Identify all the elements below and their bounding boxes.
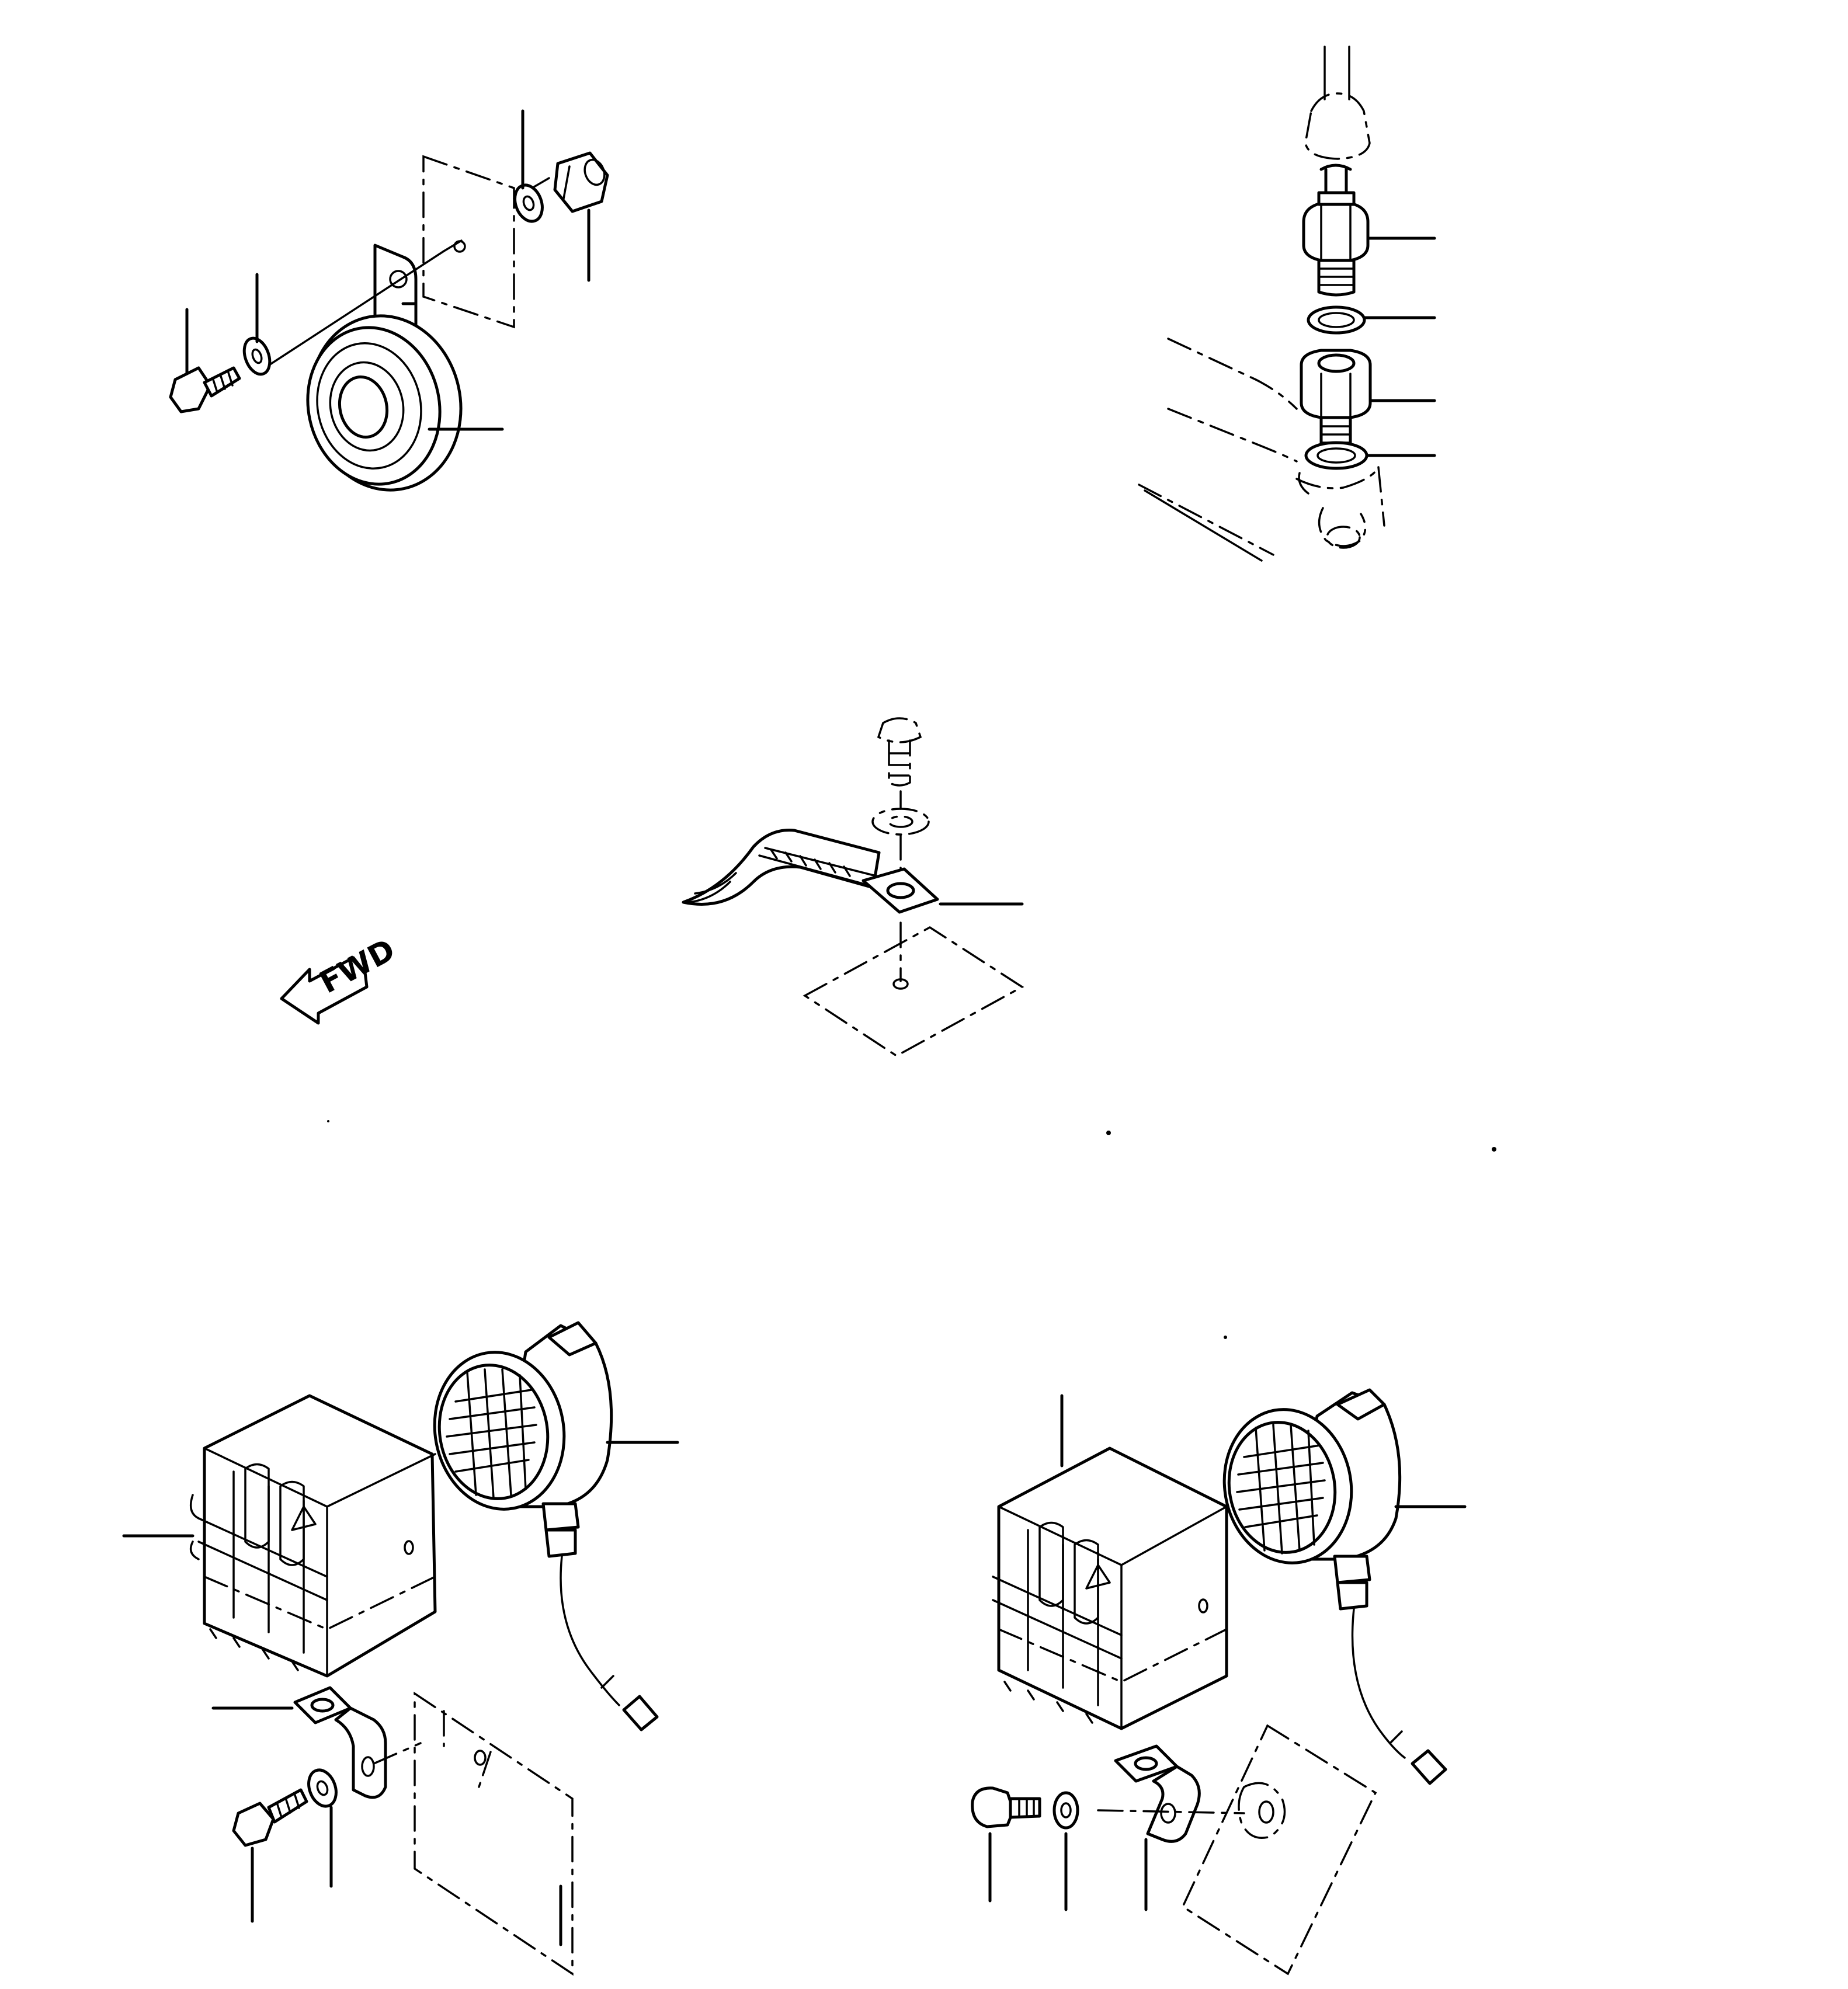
strap-washer [871,808,930,836]
ground-strap-assembly [682,717,1024,1058]
work-light-left-assembly [122,1321,679,1976]
light-washer-left [307,1768,338,1808]
strap-bolt [877,717,922,787]
light-guard-right [992,1446,1228,1730]
switch-adapter [1300,349,1372,451]
horn-lock-washer [242,336,272,376]
sender-switch-assembly [1138,46,1436,562]
work-light-left [433,1321,659,1731]
light-washer-right [1052,1791,1079,1830]
work-light-right-assembly [971,1388,1467,1976]
fwd-arrow-shape [280,956,369,1025]
switch-gasket [1307,305,1366,335]
light-bolt-right [971,1786,1041,1828]
light-bracket-right [1114,1744,1201,1843]
horn [306,314,463,492]
sender-switch [1302,191,1370,297]
horn-washer [513,183,544,223]
switch-lower-gasket [1304,441,1368,470]
light-bolt-left [232,1788,308,1847]
horn-mounting-plate [422,155,515,329]
switch-boot [1304,92,1371,160]
horn-bolt [169,366,241,413]
horn-nut [553,151,609,213]
ground-strap [682,829,881,906]
horn-assembly [169,109,609,492]
light-bracket-left [293,1686,387,1799]
light-guard-left [189,1394,437,1678]
fwd-arrow: FWD [280,933,401,1025]
work-light-right [1222,1388,1447,1785]
strap-mounting-plate [803,926,1024,1058]
